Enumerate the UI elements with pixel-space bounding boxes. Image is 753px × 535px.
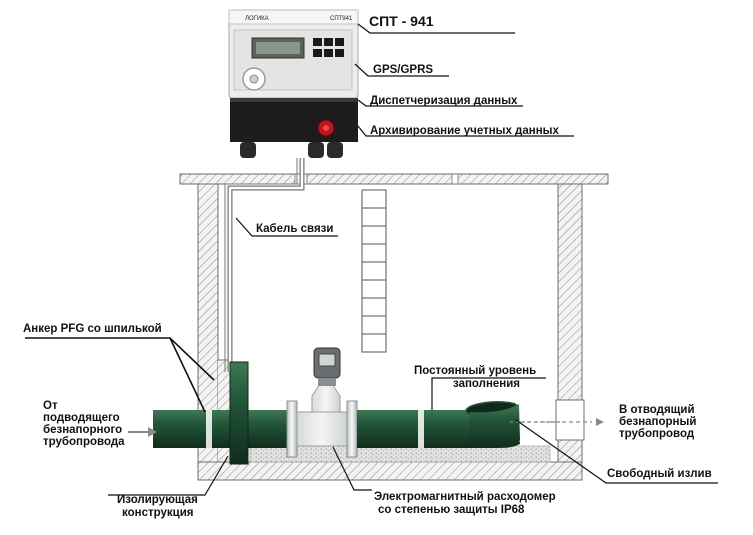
inlet-label-line: От bbox=[43, 400, 58, 412]
communication-cable bbox=[224, 158, 305, 372]
outlet-label: В отводящий безнапорный трубопровод bbox=[619, 404, 696, 440]
leader-free-outlet bbox=[515, 419, 718, 484]
leader-dispatch bbox=[357, 99, 523, 107]
well-outlet-opening bbox=[555, 399, 585, 441]
flowmeter-body bbox=[296, 411, 348, 447]
pipe-ring bbox=[206, 410, 212, 448]
leader-flowmeter bbox=[332, 446, 372, 491]
keypad-key bbox=[313, 38, 322, 46]
device-brand-text: ЛОГИКА bbox=[245, 16, 269, 22]
device-leader-lines bbox=[354, 23, 574, 137]
ladder-rung bbox=[361, 279, 387, 299]
insulating-label-line: Изолирующая bbox=[117, 494, 198, 506]
device-cable-glands bbox=[240, 142, 343, 158]
outlet-label-line: безнапорный bbox=[619, 416, 696, 428]
leader-gps bbox=[354, 63, 449, 77]
inlet-arrow bbox=[128, 427, 157, 437]
well-structure bbox=[179, 173, 609, 481]
anchor-label: Анкер PFG со шпилькой bbox=[23, 323, 162, 335]
outlet-label-line: В отводящий bbox=[619, 404, 695, 416]
cable-inner bbox=[228, 158, 304, 372]
keypad-key bbox=[335, 38, 344, 46]
device-optical-port-center bbox=[249, 74, 259, 84]
ladder-rung bbox=[361, 225, 387, 245]
keypad-key bbox=[324, 49, 333, 57]
inlet-label-line: трубопровода bbox=[43, 436, 125, 448]
ladder-rung bbox=[361, 261, 387, 281]
inlet-label-line: подводящего bbox=[43, 412, 120, 424]
gps-label: GPS/GPRS bbox=[373, 64, 433, 76]
device-lower-body bbox=[230, 98, 358, 142]
ladder-rung bbox=[361, 315, 387, 335]
keypad-key bbox=[324, 38, 333, 46]
device-keypad bbox=[313, 38, 344, 57]
well-cover-slab bbox=[179, 173, 609, 185]
inlet-label-line: безнапорного bbox=[43, 424, 122, 436]
well-cover-joint bbox=[451, 173, 459, 185]
level-label-line: Постоянный уровень bbox=[414, 365, 536, 377]
inlet-label: От подводящего безнапорного трубопровода bbox=[43, 400, 125, 448]
flowmeter-label-line: Электромагнитный расходомер bbox=[374, 491, 556, 503]
cable-gland bbox=[327, 142, 343, 158]
outlet-label-line: трубопровод bbox=[619, 428, 695, 440]
pipe-ring bbox=[418, 410, 424, 448]
insulating-label-line: конструкция bbox=[122, 507, 193, 519]
pipeline bbox=[153, 347, 560, 465]
leader-anchor bbox=[25, 337, 215, 381]
leader-archive bbox=[357, 125, 574, 137]
flowmeter-converter-display bbox=[318, 353, 336, 367]
level-label: Постоянный уровень заполнения bbox=[414, 365, 536, 390]
ladder-rung bbox=[361, 243, 387, 263]
flowmeter-label: Электромагнитный расходомер со степенью … bbox=[374, 491, 556, 516]
leader-anchor-2 bbox=[169, 337, 206, 413]
leader-cable bbox=[235, 217, 338, 237]
anchor-flange bbox=[229, 361, 249, 465]
leader-level bbox=[431, 377, 546, 410]
level-label-line: заполнения bbox=[453, 378, 520, 390]
keypad-key bbox=[335, 49, 344, 57]
inlet-arrow-head bbox=[148, 427, 157, 437]
cable-gland bbox=[308, 142, 324, 158]
insulating-label: Изолирующая конструкция bbox=[117, 494, 198, 519]
keypad-key bbox=[313, 49, 322, 57]
ladder-rung bbox=[361, 189, 387, 209]
cable-label: Кабель связи bbox=[256, 223, 333, 235]
dispatch-label: Диспетчеризация данных bbox=[370, 95, 518, 107]
device-lcd-inner bbox=[256, 42, 300, 54]
device-model-badge: СПТ941 bbox=[330, 16, 353, 22]
device-lower-highlight bbox=[230, 98, 358, 102]
well-ladder bbox=[361, 189, 387, 353]
cable-outer-2 bbox=[224, 158, 298, 372]
outlet-arrow-head bbox=[596, 418, 604, 426]
device-top-strip bbox=[228, 9, 359, 25]
flowmeter-left-flange bbox=[286, 400, 298, 458]
cable-gland bbox=[240, 142, 256, 158]
flowmeter-neck bbox=[311, 383, 341, 413]
free-outlet-label: Свободный излив bbox=[607, 468, 712, 480]
flowmeter-right-flange bbox=[346, 400, 358, 458]
device-title-label: СПТ - 941 bbox=[369, 13, 434, 29]
well-bottom-slab bbox=[197, 461, 583, 481]
outlet-upturn-front bbox=[470, 404, 520, 448]
ladder-rung bbox=[361, 333, 387, 353]
device-red-button-center bbox=[323, 125, 329, 131]
spt941-device: ЛОГИКА СПТ941 bbox=[228, 9, 359, 158]
flowmeter-converter-base bbox=[318, 378, 336, 386]
leader-device-title bbox=[357, 23, 515, 34]
inlet-pipe bbox=[153, 410, 290, 448]
leader-insulating bbox=[108, 455, 229, 496]
lower-leader-lines bbox=[25, 337, 718, 496]
ladder-rung bbox=[361, 297, 387, 317]
ladder-rung bbox=[361, 207, 387, 227]
archive-label: Архивирование учетных данных bbox=[370, 125, 559, 137]
outlet-arrow bbox=[520, 418, 604, 426]
cable-outer bbox=[227, 158, 305, 372]
flowmeter-label-line: со степенью защиты IP68 bbox=[378, 504, 525, 516]
